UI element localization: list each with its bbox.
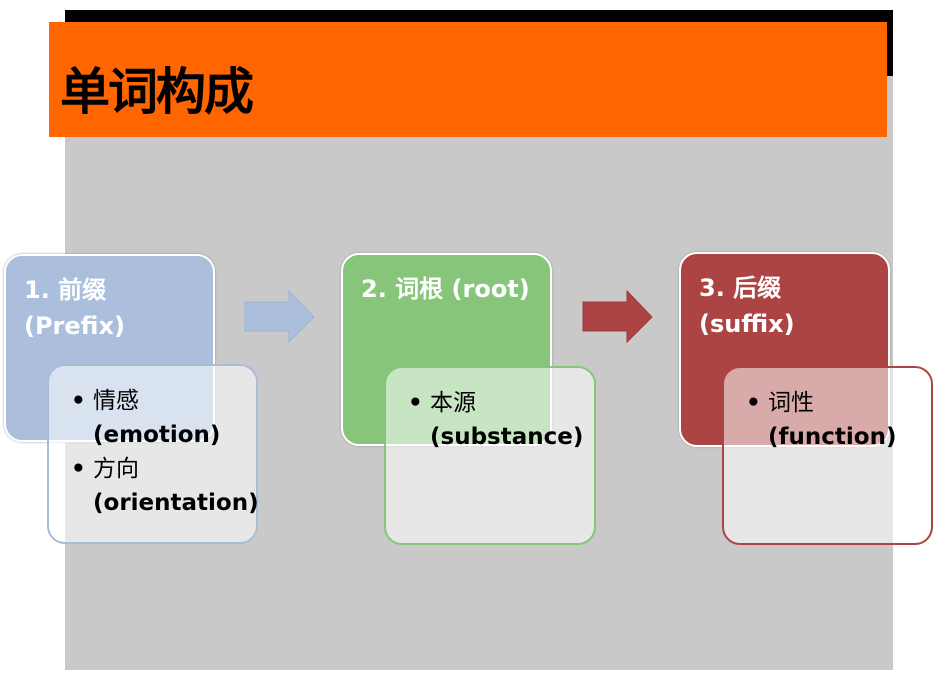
title-bar	[49, 22, 887, 137]
suffix-heading: 3. 后缀	[699, 274, 782, 302]
item-en: (function)	[768, 424, 897, 450]
item-zh: 词性	[768, 390, 814, 416]
list-item: 词性 (function)	[746, 386, 917, 454]
list-item: 方向 (orientation)	[71, 452, 259, 520]
arrow-right-icon	[582, 290, 653, 344]
item-en: (substance)	[430, 424, 584, 450]
item-en: (emotion)	[93, 422, 221, 448]
prefix-detail-box: 情感 (emotion) 方向 (orientation)	[47, 364, 259, 544]
list-item: 情感 (emotion)	[71, 384, 242, 452]
root-heading: 2. 词根 (root)	[361, 275, 530, 303]
suffix-subheading: (suffix)	[699, 310, 795, 338]
suffix-detail-box: 词性 (function)	[722, 366, 933, 545]
root-detail-box: 本源 (substance)	[384, 366, 596, 545]
item-zh: 情感	[93, 388, 139, 414]
list-item: 本源 (substance)	[408, 386, 584, 454]
prefix-subheading: (Prefix)	[24, 312, 125, 340]
item-zh: 本源	[430, 390, 476, 416]
prefix-heading: 1. 前缀	[24, 276, 107, 304]
item-en: (orientation)	[93, 490, 259, 516]
item-zh: 方向	[93, 456, 139, 482]
slide-title: 单词构成	[60, 63, 254, 121]
arrow-right-icon	[244, 290, 315, 344]
